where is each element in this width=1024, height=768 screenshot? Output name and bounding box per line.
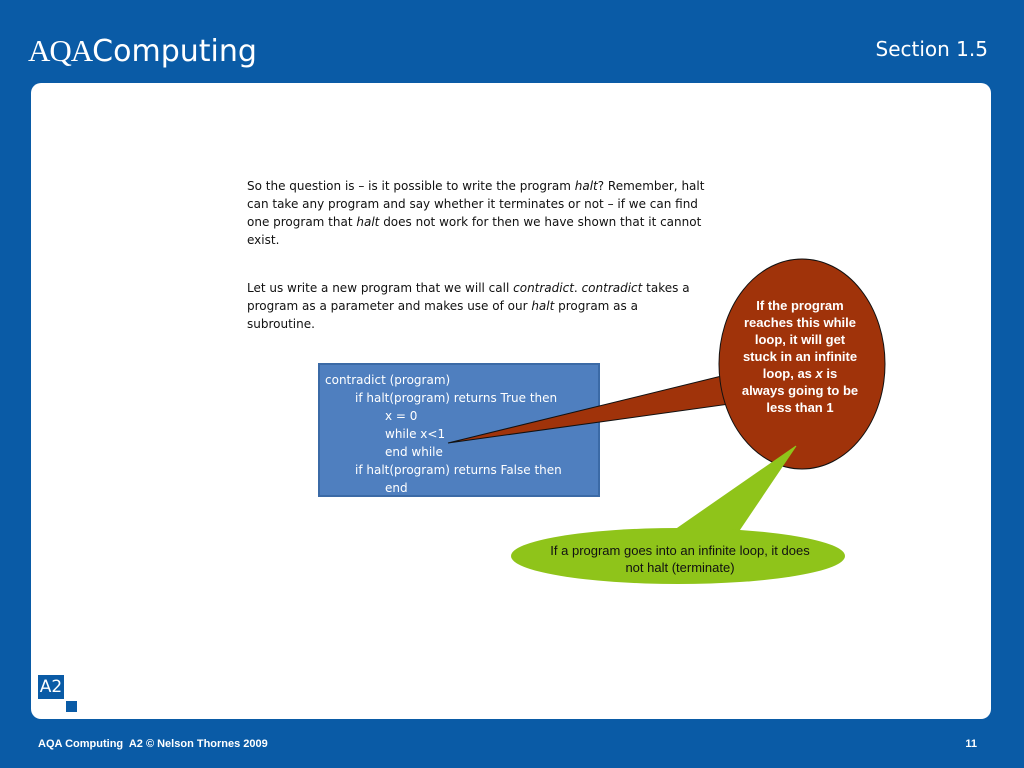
paragraph-contradict: Let us write a new program that we will …	[247, 279, 707, 333]
code-line: end while	[385, 445, 443, 459]
para2-text-2: .	[573, 281, 582, 295]
footer-copyright: AQA Computing A2 © Nelson Thornes 2009	[38, 738, 268, 750]
section-label: Section 1.5	[875, 37, 988, 61]
para1-halt-2: halt	[356, 215, 380, 229]
page-number: 11	[965, 738, 977, 750]
para2-text-3: takes a program as a parameter and makes…	[247, 281, 690, 313]
code-line: contradict (program)	[325, 373, 451, 387]
red-callout-text-1: If the program reaches this while loop, …	[742, 298, 858, 381]
code-line: if halt(program) returns False then	[355, 463, 562, 477]
red-callout-pointer	[447, 371, 745, 444]
logo-aqa-text: AQA	[28, 33, 93, 68]
para1-text-3: does not work for then we have shown tha…	[247, 215, 702, 247]
code-line: end	[385, 481, 408, 495]
para2-text-1: Let us write a new program that we will …	[247, 281, 514, 295]
green-callout-pointer	[670, 445, 797, 533]
code-line: x = 0	[385, 409, 418, 423]
para2-text-4: program as a subroutine.	[247, 299, 638, 331]
red-callout-x: x	[815, 366, 823, 381]
red-callout-text-2: is always going to be less than 1	[741, 366, 859, 415]
pseudocode-box: contradict (program) if halt(program) re…	[318, 363, 600, 497]
para2-halt: halt	[531, 299, 555, 313]
para1-text-1: So the question is – is it possible to w…	[247, 179, 575, 193]
para2-contradict-2: contradict	[581, 281, 643, 295]
green-callout-oval	[511, 528, 845, 584]
red-callout-oval	[718, 258, 886, 470]
a2-badge: A2	[38, 675, 64, 699]
green-callout-text: If a program goes into an infinite loop,…	[550, 543, 810, 575]
code-line: if halt(program) returns True then	[355, 391, 558, 405]
red-callout-text: If the program reaches this while loop, …	[740, 297, 860, 416]
para1-halt-1: halt	[574, 179, 598, 193]
para1-text-2: ? Remember, halt can take any program an…	[247, 179, 705, 229]
logo-computing-text: Computing	[92, 34, 257, 69]
a2-decor-square	[66, 701, 77, 712]
para2-contradict-1: contradict	[513, 281, 574, 295]
paragraph-question: So the question is – is it possible to w…	[247, 177, 707, 249]
code-line: while x<1	[385, 427, 446, 441]
aqa-computing-logo: AQAComputing	[28, 28, 257, 70]
